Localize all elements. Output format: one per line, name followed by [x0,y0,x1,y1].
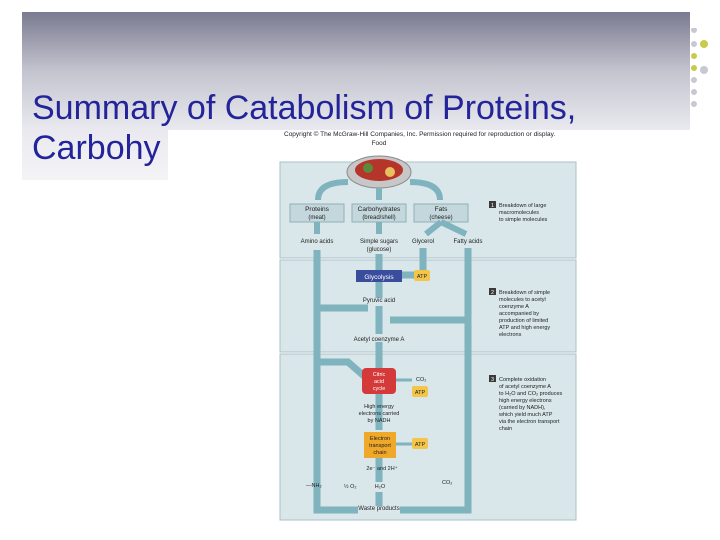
stage3-panel [279,353,577,521]
step1-line1: Breakdown of large [499,203,546,209]
food-icon [355,159,403,181]
simple-sugars-label: Simple sugars [360,239,398,245]
step3-line7: via the electron transport [499,419,560,425]
step3-line6: which yield much ATP [498,412,553,418]
atp-badge-3 [412,438,428,449]
proteins-label: Proteins [305,206,330,213]
step3-line5: (carried by NADH), [499,405,546,411]
fats-label: Fats [435,206,448,213]
citric-acid-cycle-box [362,368,396,394]
simple-sugars-example: (glucose) [367,247,392,253]
food-garnish-icon [363,163,373,173]
copyright-notice: Copyright © The McGraw-Hill Companies, I… [284,131,556,138]
step2-text: Breakdown of simple molecules to acetyl … [499,290,552,338]
high-energy-line1: High energy [364,404,394,410]
step2-line5: production of limited [499,318,548,324]
atp-label-3: ATP [415,442,426,448]
slide-title-line1: Summary of Catabolism of Proteins, [32,89,577,127]
step2-line7: electrons [499,332,522,338]
waste-products-label: Waste products [358,506,399,512]
decorative-dots [691,28,708,107]
glycerol-label: Glycerol [412,239,434,245]
step3-line8: chain [499,426,512,432]
atp-badge-1 [414,270,430,281]
step3-line4: high energy electrons [499,398,552,404]
pathway-arrows [313,248,472,514]
glycolysis-box [356,270,402,282]
high-energy-line2: electrons carried [359,411,400,417]
half-o2-label: ½ O₂ [344,483,357,490]
food-label: Food [372,140,387,147]
fatty-acids-label: Fatty acids [453,239,482,245]
etc-label-2: transport [369,443,391,449]
slide-title: Summary of Catabolism of Proteins, Carbo… [32,88,692,168]
citric-label-1: Citric [373,372,386,378]
pyruvic-acid-label: Pyruvic acid [363,298,395,304]
step1-line2: macromolecules [499,210,539,216]
glycolysis-label: Glycolysis [364,274,394,281]
fats-example: (cheese) [429,215,452,221]
step1-line3: to simple molecules [499,217,548,223]
food-cheese-icon [385,167,395,177]
atp-badge-2 [412,386,428,397]
etc-box [364,432,396,458]
citric-label-3: cycle [373,386,386,392]
etc-label-1: Electron [370,436,390,442]
step1-text: Breakdown of large macromolecules to sim… [499,203,548,223]
step3-line2: of acetyl coenzyme A [499,384,551,390]
step3-number: 3 [491,377,494,383]
high-energy-line3: by NADH [368,418,391,424]
slide-title-line2: Carbohy [32,129,161,167]
proteins-example: (meat) [308,215,325,221]
atp-label-2: ATP [415,390,426,396]
catabolism-diagram: Food Proteins (meat) Carbohydrates (brea… [279,140,577,521]
food-branch-arrows [315,179,443,201]
step1-badge [489,201,496,208]
carbohydrates-label: Carbohydrates [358,206,401,213]
step2-line1: Breakdown of simple [499,290,550,296]
step2-badge [489,288,496,295]
stage1-arrows [314,219,468,237]
carbohydrates-example: (bread/shell) [362,215,395,221]
citric-label-2: acid [374,379,384,385]
acetyl-coa-label: Acetyl coenzyme A [354,337,405,343]
h2o-label: H₂O [375,484,386,490]
step3-line1: Complete oxidation [499,377,546,383]
etc-label-3: chain [373,450,386,456]
nh3-label: —NH₂ [306,483,322,489]
step1-number: 1 [491,203,494,209]
step2-line2: molecules to acetyl [499,297,546,303]
catabolism-figure: Copyright © The McGraw-Hill Companies, I… [168,130,690,525]
step2-number: 2 [491,290,494,296]
step3-badge [489,375,496,382]
step2-line6: ATP and high energy [499,325,550,331]
step2-line3: coenzyme A [499,304,529,310]
co2-label-2: CO₂ [442,480,452,486]
atp-label-1: ATP [417,274,428,280]
step2-line4: accompanied by [499,311,539,317]
step3-line3: to H₂O and CO₂ produces [499,391,563,397]
co2-label-1: CO₂ [416,377,426,383]
electrons-label: 2e⁻ and 2H⁺ [366,465,397,472]
step3-text: Complete oxidation of acetyl coenzyme A … [498,377,564,432]
amino-acids-label: Amino acids [301,239,334,245]
